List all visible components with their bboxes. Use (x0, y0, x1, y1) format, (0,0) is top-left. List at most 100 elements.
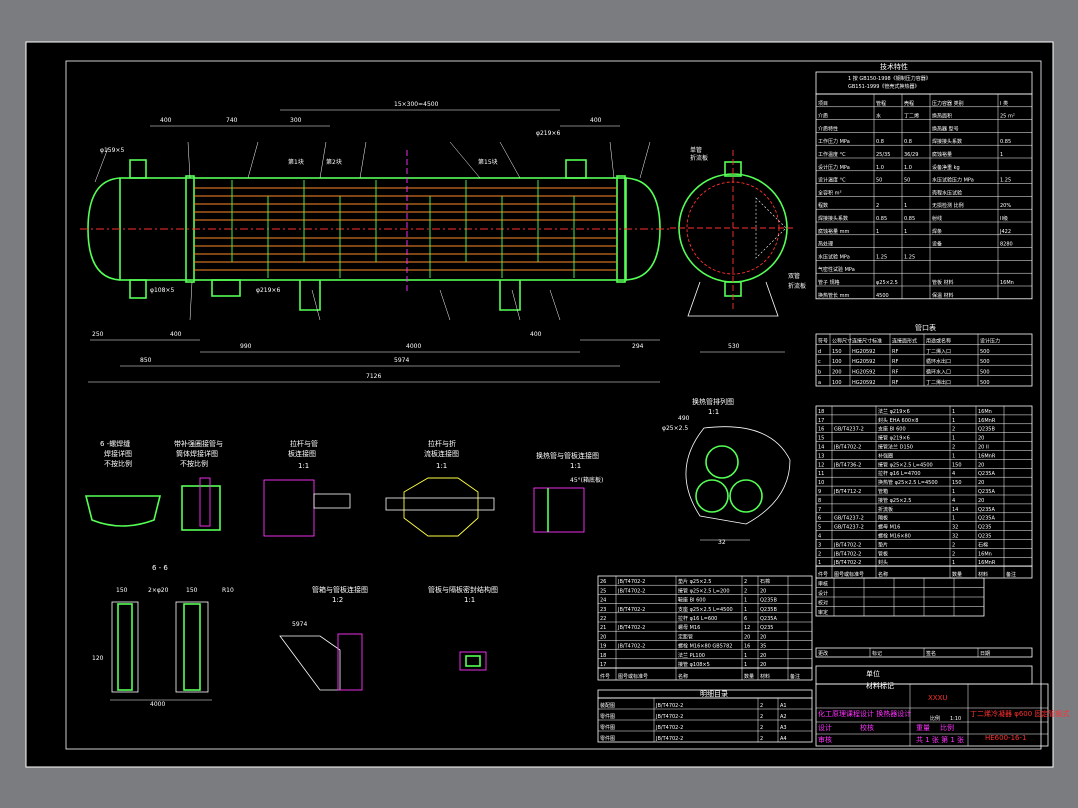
stamp-mid: 材料标记 (866, 681, 894, 690)
label-nozzle-c: φ108×5 (150, 287, 174, 294)
drawing-number: HE600-16-1 (985, 734, 1026, 742)
tech-table-cell: 4500 (876, 293, 889, 299)
dim-740: 740 (226, 117, 238, 124)
bom-right-cell: 1 (952, 453, 955, 459)
tech-table-cell: 1 (904, 229, 907, 235)
v7-l4: R10 (222, 587, 234, 594)
nozzle-table-cell: HG20592 (852, 370, 876, 376)
v1-scale: 不按比例 (104, 459, 132, 468)
bom-right-cell: 法兰 φ219×6 (878, 408, 910, 415)
tech-table-cell: 焊接接头系数 (818, 215, 848, 222)
bom-left-cell: 接管 φ108×5 (678, 661, 710, 668)
v1-title: 6 -螺焊缝 (100, 439, 130, 448)
tech-table-cell: 壳程 (904, 100, 914, 107)
bom-left-cell: 16 (744, 644, 750, 650)
bom-left-sub-cell: A3 (780, 725, 787, 731)
v6-dim2: 32 (718, 539, 726, 546)
approve-label: 审核 (818, 735, 832, 744)
tech-table-cell: 换热面积 (932, 113, 952, 120)
bom-right-head-cell: 图号或标准号 (834, 571, 864, 578)
bom-left-cell: 20 (600, 634, 606, 640)
bom-left-sub-cell: A2 (780, 714, 787, 720)
bom-right-cell: 封头 EHA 600×8 (878, 417, 918, 424)
end-hatch (755, 197, 787, 259)
v7-l1: 150 (116, 587, 128, 594)
bom-right-cell: 2 (952, 427, 955, 433)
nozzle-table-cell: 丁二烯入口 (926, 348, 951, 355)
bom-right-cell: 17 (818, 418, 824, 424)
nozzle-header: 管口表 (915, 323, 936, 332)
bom-left-cell: 1 (744, 653, 747, 659)
bom-left-cell: 23 (600, 607, 606, 613)
bom-right-cell: 16Mn (978, 551, 992, 557)
bom-right-cell: 拉杆 φ16 L=4700 (878, 470, 921, 477)
bom-right-cell: 7 (818, 507, 821, 513)
signature-block-cell: 审核 (818, 581, 828, 588)
dim-tubes: 15×300=4500 (394, 101, 439, 108)
nozzle-table-cell: 500 (980, 380, 990, 386)
nozzle-table-cell: 150 (832, 349, 842, 355)
bom-left-sub-cell: JB/T4702-2 (655, 703, 683, 709)
bom-left-cell: 6 (744, 616, 747, 622)
bom-right-cell: 8 (818, 498, 821, 504)
tech-note-1: 1 按 GB150-1998《钢制压力容器》 (848, 75, 931, 82)
tech-table-cell: 0.85 (904, 216, 915, 222)
tech-table-cell: 1 (876, 229, 879, 235)
bom-left-cell: 22 (600, 616, 606, 622)
label-nozzle-b: φ219×6 (536, 130, 560, 137)
bom-right-cell: 16MnR (978, 453, 996, 459)
bom-right-cell: 15 (818, 436, 824, 442)
bom-left-head-frame (597, 667, 813, 681)
bom-left-cell: Q235 (760, 625, 773, 631)
bom-left-cell: 螺母 M16 (678, 624, 700, 631)
label-single: 单管 (690, 146, 702, 154)
bom-left-sub-cell: 零件图 (600, 724, 615, 731)
nozzle-table-cell: 设计压力 (980, 337, 1000, 344)
bom-right-cell: 10 (818, 480, 824, 486)
nozzle-table-cell: 符号 (818, 337, 828, 344)
bom-left-head-cell: 名称 (678, 673, 688, 680)
title-frame (815, 683, 1049, 747)
bom-right-cell: 1 (952, 560, 955, 566)
v8-title: 管箱与管板连接图 (312, 585, 368, 594)
tech-table-cell: 50 (904, 178, 910, 184)
v2-scale: 不按比例 (180, 459, 208, 468)
bom-left-cell: JB/T4702-2 (617, 579, 645, 585)
v4-title: 拉杆与折 (428, 439, 456, 448)
tech-table-cell: 25/35 (876, 152, 890, 158)
nozzle-bottom-mid (211, 279, 241, 297)
bom-right-cell: 13 (818, 453, 824, 459)
tech-table-cell: J422 (999, 229, 1011, 235)
bom-left-cell: 20 (760, 588, 766, 594)
tech-table-cell: 壳程水压试验 (932, 189, 962, 196)
sheet-label: 共 1 张 第 1 张 (916, 735, 964, 744)
bom-left-cell: 26 (600, 579, 606, 585)
bom-right-cell: Q235B (978, 427, 995, 433)
v2-shape (181, 485, 221, 531)
end-view: 单管 折流板 双管 折流板 (670, 146, 806, 317)
bom-left-head-cell: 图号或标准号 (618, 673, 648, 680)
bom-right-cell: 6 (818, 516, 821, 522)
tech-table-cell: 保温 材料 (932, 292, 954, 299)
bom-right-head-cell: 备注 (1006, 571, 1016, 578)
v5-title: 换热管与管板连接图 (536, 451, 599, 460)
v7-left-block (111, 601, 139, 693)
bom-left-cell: 螺栓 M16×80 GB5782 (678, 643, 732, 650)
bom-right-head: 件号图号或标准号名称数量材料备注 (815, 565, 1033, 579)
tech-table-cell: 焊接接头系数 (932, 138, 962, 145)
company-name: XXXU (928, 694, 948, 702)
leader-lines (94, 141, 651, 321)
bom-left-sub-cell: 装配图 (600, 702, 615, 709)
tech-table-cell: 无损检测 比例 (932, 202, 964, 209)
design-label: 设计 (818, 723, 832, 732)
nozzle-table-cell: d (818, 349, 821, 355)
tech-table-cell: 介质 (818, 113, 828, 120)
nozzle-table-cell: 200 (832, 370, 842, 376)
bom-left-cell: 12 (744, 625, 750, 631)
v5-note: 45°(箱底板) (570, 476, 603, 484)
dim-250: 250 (92, 331, 104, 338)
dim-400b: 400 (590, 117, 602, 124)
tech-table-cell: 36/29 (904, 152, 918, 158)
end-saddle (687, 281, 779, 317)
